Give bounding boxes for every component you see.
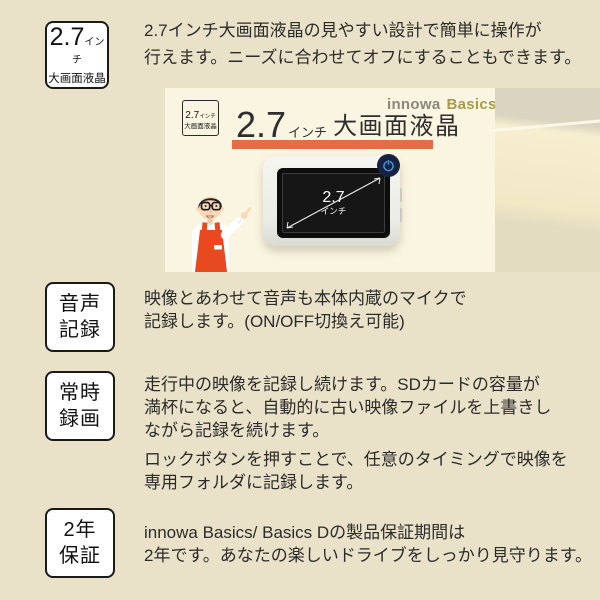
screen-size-text: 2.7 インチ [283, 174, 384, 232]
badge-line: 記録 [59, 319, 101, 341]
mini-badge-label: 大画面液晶 [184, 123, 217, 130]
badge-line: 常時 [59, 382, 101, 404]
badge-size-value: 2.7 [49, 23, 85, 51]
feature-text-line: innowa Basics/ Basics Dの製品保証期間は [144, 523, 466, 542]
mini-badge-size-line: 2.7インチ [185, 105, 215, 123]
badge-size-label: 大画面液晶 [48, 73, 106, 85]
feature-text-line: 走行中の映像を記録し続けます。SDカードの容量が [144, 375, 540, 394]
feature-text-line: 2年です。あなたの楽しいドライブをしっかり見守ります。 [144, 546, 593, 565]
badge-line: 2年 [63, 519, 97, 541]
badge-size-unit: インチ [72, 37, 105, 66]
shop-clerk-illustration [192, 196, 252, 272]
feature-text-line: 専用フォルダに記録します。 [144, 473, 364, 492]
mini-badge-unit: インチ [199, 114, 216, 120]
feature-text-line: ロックボタンを押すことで、任意のタイミングで映像を [144, 450, 568, 469]
intro-text-line: 行えます。ニーズに合わせてオフにすることもできます。 [144, 48, 582, 67]
audio-recording-badge: 音声 記録 [45, 282, 115, 352]
hero-heading-value: 2.7 [236, 104, 287, 145]
feature-text-line: 映像とあわせて音声も本体内蔵のマイクで [144, 289, 467, 308]
intro-paragraph: 2.7インチ大画面液晶の見やすい設計で簡単に操作が 行えます。ニーズに合わせてオ… [144, 17, 581, 71]
feature-text-line: 満杯になると、自動的に古い映像ファイルを上書きし [144, 398, 552, 417]
diagonal-measure-line [286, 177, 381, 229]
dashcam-device: 2.7 インチ [263, 156, 400, 246]
hero-heading-label: 大画面液晶 [333, 113, 461, 140]
continuous-recording-text: 走行中の映像を記録し続けます。SDカードの容量が 満杯になると、自動的に古い映像… [144, 373, 568, 500]
screen-size-unit: インチ [320, 206, 347, 216]
brand-logo-innowa: innowa [387, 96, 441, 113]
audio-recording-text: 映像とあわせて音声も本体内蔵のマイクで 記録します。(ON/OFF切換え可能) [144, 287, 467, 339]
hero-heading-unit: インチ [288, 125, 328, 140]
feature-text-line: ながら記録を続けます。 [144, 421, 330, 440]
badge-line: 音声 [59, 293, 101, 315]
wall-highlight [489, 118, 600, 133]
heading-underline [232, 140, 433, 149]
hero-mini-badge: 2.7インチ 大画面液晶 [182, 100, 219, 136]
hero-heading: 2.7 インチ 大画面液晶 [236, 104, 461, 144]
power-glyph [383, 159, 394, 172]
power-button-icon [377, 154, 400, 177]
badge-line: 録画 [59, 408, 101, 430]
dashcam-screen: 2.7 インチ [277, 168, 390, 238]
badge-size-line: 2.7インチ [47, 24, 107, 68]
brand-logo: innowa Basics [387, 96, 497, 113]
warranty-text: innowa Basics/ Basics Dの製品保証期間は 2年です。あなた… [144, 521, 592, 573]
feature-text-line: 記録します。(ON/OFF切換え可能) [144, 312, 405, 331]
dashcam-display: 2.7 インチ [282, 173, 385, 233]
continuous-recording-badge: 常時 録画 [45, 371, 115, 441]
hero-photo-background [489, 88, 600, 272]
mini-badge-value: 2.7 [185, 110, 200, 121]
display-size-badge: 2.7インチ 大画面液晶 [45, 21, 109, 89]
warranty-badge: 2年 保証 [45, 508, 115, 578]
brand-logo-basics: Basics [446, 96, 497, 113]
intro-text-line: 2.7インチ大画面液晶の見やすい設計で簡単に操作が [144, 21, 542, 40]
screen-size-value: 2.7 [322, 189, 345, 206]
badge-line: 保証 [59, 545, 101, 567]
